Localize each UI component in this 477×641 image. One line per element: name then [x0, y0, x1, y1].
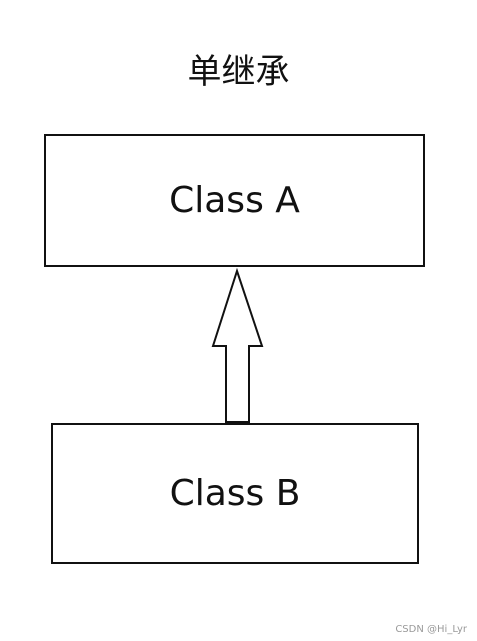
diagram-title: 单继承	[187, 52, 290, 92]
watermark: CSDN @Hi_Lyr	[395, 624, 467, 635]
class-b-label: Class B	[169, 473, 301, 514]
class-b-box: Class B	[51, 423, 419, 564]
class-a-box: Class A	[44, 134, 425, 267]
class-a-label: Class A	[169, 180, 300, 221]
inheritance-arrow-shape	[211, 267, 264, 423]
